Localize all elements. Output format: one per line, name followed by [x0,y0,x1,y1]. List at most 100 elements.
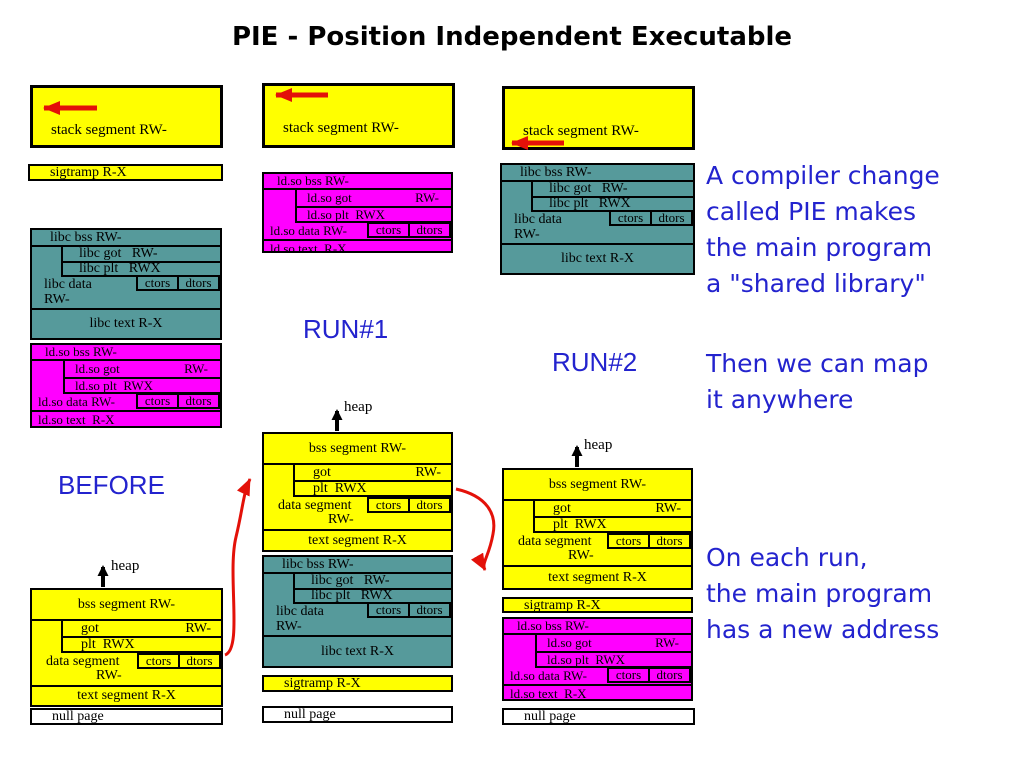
ldso-plt-row: ld.so plt RWX [295,208,451,223]
ldso-ctors-dtors: ctors dtors [136,393,220,409]
libc-data-label: libc data RW- [44,277,92,307]
dtors-box: dtors [408,497,451,513]
dtors-box: dtors [408,602,451,618]
ldso-bss-row: ld.so bss RW- [32,345,220,361]
run1-libc-block: libc bss RW- libc got RW- libc plt RWX c… [262,555,453,668]
ldso-plt-row: ld.so plt RWX [535,653,691,668]
data-segment-label: data segment RW- [518,534,594,563]
dtors-box: dtors [648,533,691,549]
libc-got-row: libc got RW- [531,182,693,198]
before-stack-segment: stack segment RW- [30,85,223,148]
libc-data-label: libc data RW- [276,604,324,634]
libc-text-row: libc text R-X [32,308,220,338]
heap-label: heap [584,437,613,453]
program-ctors-dtors: ctors dtors [607,533,691,549]
libc-bss-row: libc bss RW- [32,230,220,247]
null-page-label: null page [284,707,336,722]
null-page-label: null page [524,709,576,724]
before-null-page: null page [30,708,223,725]
ldso-text-row: ld.so text R-X [270,241,347,256]
libc-data-label: libc data RW- [514,212,562,242]
run2-stack-segment: stack segment RW- [502,86,695,150]
plt-row: plt RWX [61,638,221,653]
run2-libc-block: libc bss RW- libc got RW- libc plt RWX c… [500,163,695,275]
data-segment-label: data segment RW- [46,654,122,683]
annotation-run: On each run, the main program has a new … [706,543,940,644]
run1-null-page: null page [262,706,453,723]
ctors-box: ctors [136,393,179,409]
ctors-box: ctors [367,602,410,618]
null-page-label: null page [52,709,104,724]
run2-label: RUN#2 [552,347,638,377]
dtors-box: dtors [408,222,451,238]
run2-sigtramp-segment: sigtramp R-X [502,597,693,613]
libc-mid-area: libc got RW- libc plt RWX ctors dtors li… [264,574,451,635]
ctors-box: ctors [607,533,650,549]
libc-got-row: libc got RW- [293,574,451,590]
text-segment-row: text segment R-X [264,529,451,550]
before-libc-block: libc bss RW- libc got RW- libc plt RWX c… [30,228,222,340]
libc-mid-area: libc got RW- libc plt RWX ctors dtors li… [502,182,693,243]
dtors-box: dtors [648,667,691,683]
ctors-box: ctors [367,222,410,238]
ldso-bss-row: ld.so bss RW- [504,619,691,635]
program-ctors-dtors: ctors dtors [137,653,221,669]
libc-ctors-dtors: ctors dtors [367,602,451,618]
libc-text-row: libc text R-X [502,243,693,273]
libc-ctors-dtors: ctors dtors [609,210,693,226]
bss-segment-row: bss segment RW- [264,434,451,465]
slide-title: PIE - Position Independent Executable [231,22,793,52]
text-segment-row: text segment R-X [504,565,691,588]
stack-segment-label: stack segment RW- [523,123,639,139]
ctors-box: ctors [136,275,179,291]
ctors-box: ctors [607,667,650,683]
ldso-data-row: ld.so data RW- ctors dtors [504,667,691,686]
libc-mid-area: libc got RW- libc plt RWX ctors dtors li… [32,247,220,308]
ldso-text-row: ld.so text R-X [38,412,115,427]
sigtramp-label: sigtramp R-X [284,676,361,691]
before-label: BEFORE [58,470,165,500]
libc-bss-row: libc bss RW- [264,557,451,574]
heap-label: heap [111,558,140,574]
libc-text-row: libc text R-X [264,635,451,666]
heap-label: heap [344,399,373,415]
annotation-pie: A compiler change called PIE makes the m… [706,161,940,298]
annotation-map: Then we can map it anywhere [706,349,929,414]
dtors-box: dtors [650,210,693,226]
program-ctors-dtors: ctors dtors [367,497,451,513]
text-segment-row: text segment R-X [32,685,221,705]
run1-sigtramp-segment: sigtramp R-X [262,675,453,692]
ldso-data-row: ld.so data RW- ctors dtors [264,222,451,241]
ldso-ctors-dtors: ctors dtors [607,667,691,683]
dtors-box: dtors [177,393,220,409]
dtors-box: dtors [178,653,221,669]
data-segment-label: data segment RW- [278,498,354,527]
run2-null-page: null page [502,708,695,725]
libc-got-row: libc got RW- [61,247,220,263]
sigtramp-label: sigtramp R-X [524,597,601,613]
ldso-bss-row: ld.so bss RW- [264,174,451,190]
red-curve-arrow-run1-to-run2 [455,487,496,571]
ldso-text-row: ld.so text R-X [510,686,587,701]
run1-label: RUN#1 [303,314,389,344]
plt-row: plt RWX [293,482,451,497]
ctors-box: ctors [137,653,180,669]
libc-ctors-dtors: ctors dtors [136,275,220,291]
plt-row: plt RWX [533,518,691,533]
before-sigtramp-segment: sigtramp R-X [28,164,223,181]
stack-segment-label: stack segment RW- [283,120,399,136]
ldso-plt-row: ld.so plt RWX [63,379,220,394]
